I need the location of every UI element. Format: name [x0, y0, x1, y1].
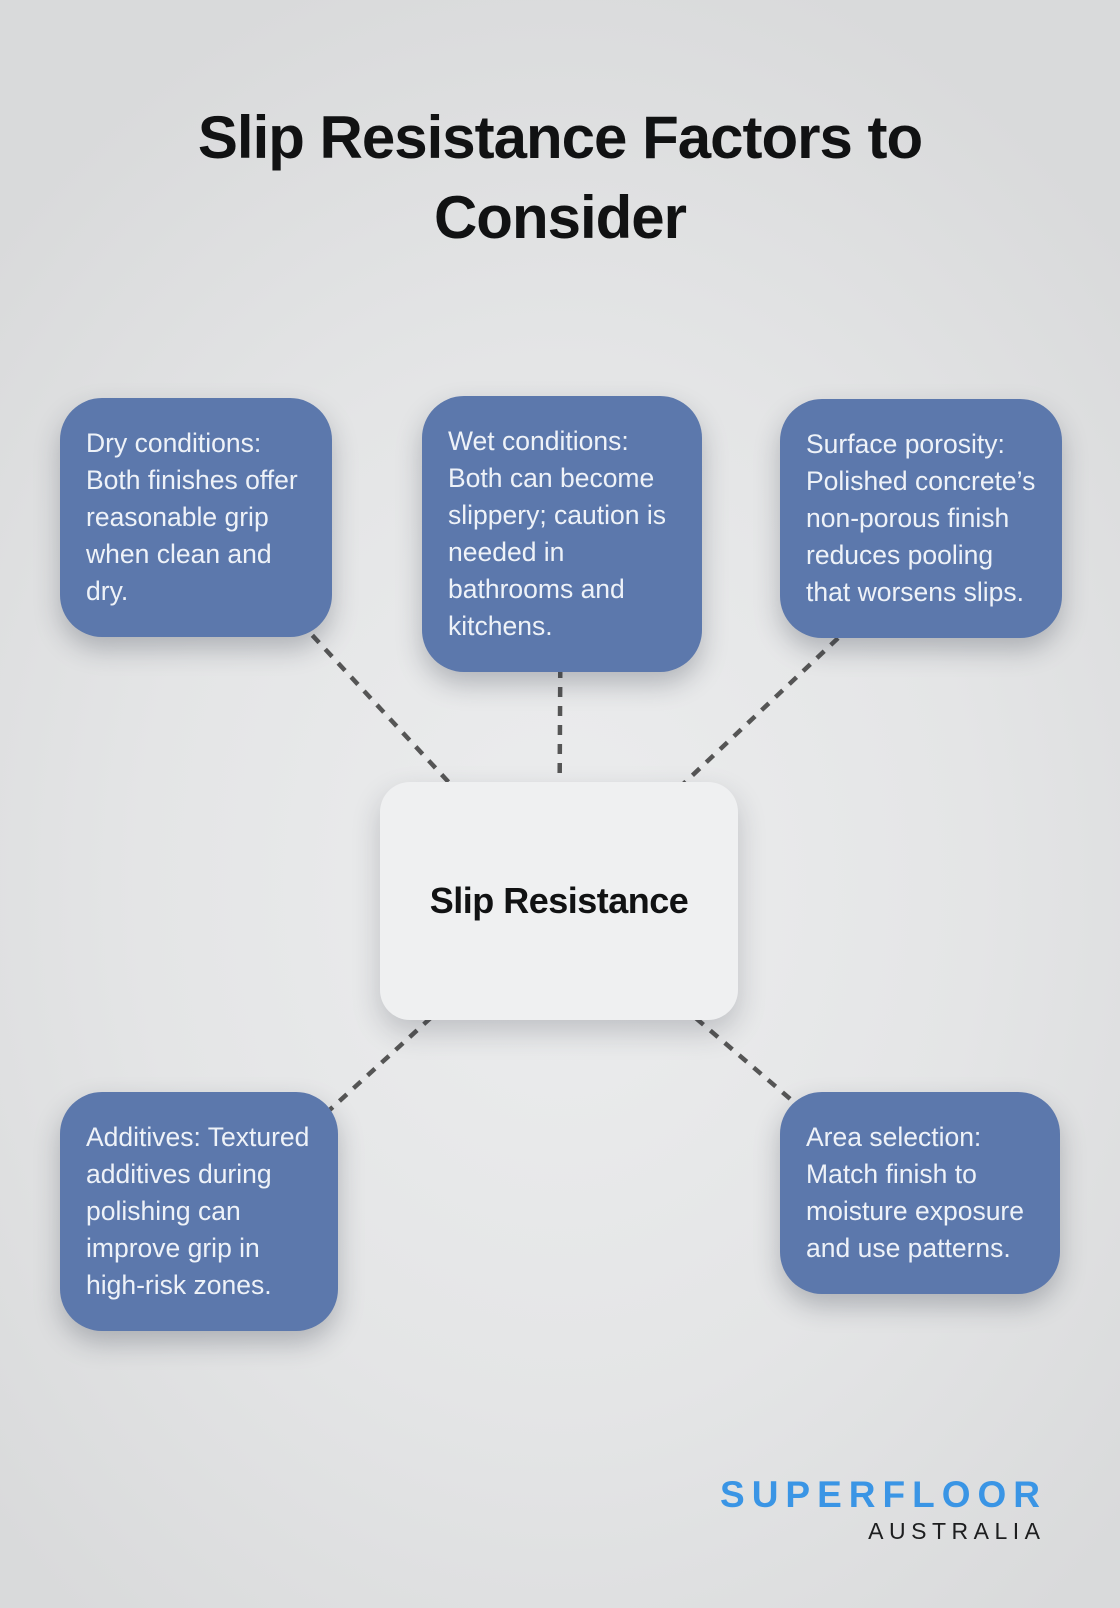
- node-wet-conditions-text: Wet conditions: Both can become slippery…: [448, 426, 666, 641]
- node-dry-conditions: Dry conditions: Both finishes offer reas…: [60, 398, 332, 637]
- node-slip-resistance-center: Slip Resistance: [380, 782, 738, 1020]
- brand-region: AUSTRALIA: [868, 1518, 1046, 1544]
- node-additives-text: Additives: Textured additives during pol…: [86, 1122, 310, 1300]
- node-surface-porosity: Surface porosity: Polished concrete’s no…: [780, 399, 1062, 638]
- brand-logo: SUPERFLOOR AUSTRALIA: [720, 1474, 1040, 1545]
- node-area-selection-text: Area selection: Match finish to moisture…: [806, 1122, 1024, 1263]
- center-node-label: Slip Resistance: [429, 880, 689, 921]
- brand-name: SUPERFLOOR: [720, 1474, 1047, 1515]
- node-additives: Additives: Textured additives during pol…: [60, 1092, 338, 1331]
- node-dry-conditions-text: Dry conditions: Both finishes offer reas…: [86, 428, 298, 606]
- node-wet-conditions: Wet conditions: Both can become slippery…: [422, 396, 702, 672]
- node-surface-porosity-text: Surface porosity: Polished concrete’s no…: [806, 429, 1036, 607]
- page-title: Slip Resistance Factors to Consider: [197, 104, 923, 251]
- node-area-selection: Area selection: Match finish to moisture…: [780, 1092, 1060, 1294]
